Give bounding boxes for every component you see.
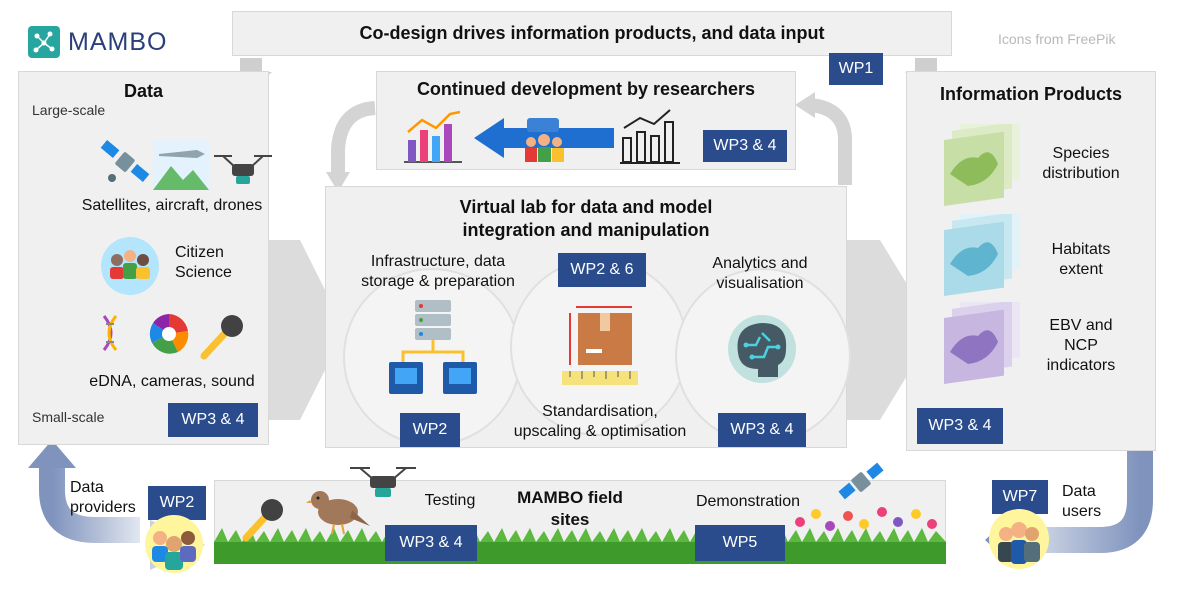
wp34-continued-badge: WP3 & 4 — [703, 130, 787, 162]
field-microphone-icon — [242, 499, 283, 542]
continued-title: Continued development by researchers — [416, 79, 756, 99]
data-providers-icon — [145, 515, 203, 573]
demonstration-label: Demonstration — [695, 493, 801, 510]
icons-credit: Icons from FreePik — [998, 31, 1116, 47]
data-users-label: Data users — [1062, 483, 1102, 520]
codesign-bar: Co-design drives information products, a… — [232, 11, 952, 56]
drone-icon — [214, 155, 272, 184]
data-item-edna: eDNA, cameras, sound — [89, 373, 255, 390]
data-title: Data — [123, 81, 163, 101]
small-scale-label: Small-scale — [32, 409, 105, 425]
info-item-ebv: EBV and NCP indicators — [1046, 317, 1116, 374]
wp2-lab-badge: WP2 — [400, 413, 460, 447]
testing-label: Testing — [424, 492, 476, 509]
bar-chart-icon — [404, 110, 462, 163]
info-item-habitats: Habitats extent — [1051, 241, 1111, 278]
wp34-info-badge: WP3 & 4 — [917, 408, 1003, 444]
microphone-icon — [200, 315, 243, 360]
measured-box-icon — [562, 306, 638, 385]
info-item-species: Species distribution — [1042, 145, 1120, 182]
wp34-lab-badge: WP3 & 4 — [718, 413, 806, 447]
citizen-science-icon — [101, 237, 159, 295]
data-users-icon — [989, 509, 1049, 569]
camera-aperture-icon — [149, 314, 189, 354]
wp34-data-badge: WP3 & 4 — [168, 403, 258, 437]
researchers-icon — [525, 118, 564, 162]
data-item-citizen: Citizen Science — [175, 244, 232, 281]
codesign-title: Co-design drives information products, a… — [359, 23, 825, 43]
mambo-logo: MAMBO — [28, 26, 188, 60]
logo-text: MAMBO — [68, 28, 168, 56]
server-network-icon — [389, 300, 477, 394]
standard-label: Standardisation, upscaling & optimisatio… — [513, 403, 687, 440]
wp5-badge: WP5 — [695, 525, 785, 561]
field-title-2: sites — [550, 510, 590, 529]
bird-icon — [306, 491, 370, 535]
infra-label: Infrastructure, data storage & preparati… — [361, 253, 515, 290]
habitats-map-icon — [944, 214, 1020, 296]
wp2-providers-badge: WP2 — [148, 486, 206, 520]
ebv-map-icon — [944, 302, 1020, 384]
flowers-icon — [795, 507, 937, 531]
logo-icon — [28, 26, 60, 58]
data-providers-label: Data providers — [70, 479, 136, 516]
ai-brain-icon — [728, 315, 796, 383]
dna-icon — [102, 315, 118, 351]
species-map-icon — [944, 124, 1020, 206]
wp1-badge: WP1 — [829, 53, 883, 85]
field-title-1: MAMBO field — [517, 488, 623, 507]
aircraft-icon — [153, 140, 209, 190]
virtual-lab-title-1: Virtual lab for data and model — [459, 197, 713, 217]
data-item-remote: Satellites, aircraft, drones — [81, 197, 263, 214]
field-drone-icon — [350, 467, 416, 497]
wp7-badge: WP7 — [992, 480, 1048, 514]
satellite-icon — [100, 140, 150, 182]
line-chart-icon — [620, 109, 680, 164]
large-scale-label: Large-scale — [32, 102, 106, 118]
analytics-label: Analytics and visualisation — [712, 255, 808, 292]
wp34-field-badge: WP3 & 4 — [385, 525, 477, 561]
info-title: Information Products — [939, 84, 1122, 104]
wp26-badge: WP2 & 6 — [558, 253, 646, 287]
field-satellite-icon — [838, 462, 884, 500]
virtual-lab-title-2: integration and manipulation — [462, 220, 710, 240]
